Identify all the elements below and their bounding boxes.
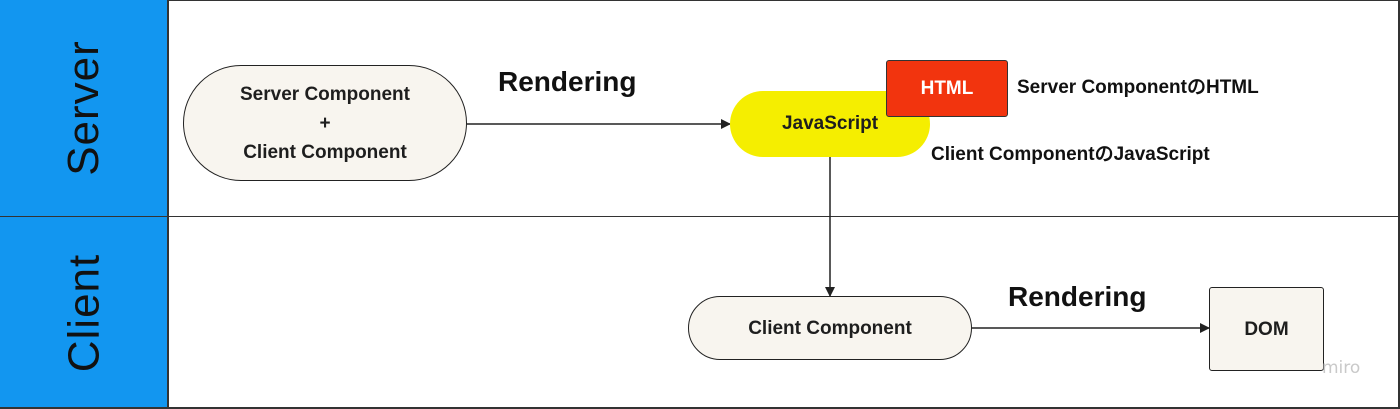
node-client-component-label: Client Component (748, 317, 912, 339)
node-server-client-component[interactable]: Server Component + Client Component (183, 65, 467, 181)
label-rendering-client: Rendering (1008, 281, 1147, 312)
label-rendering-server: Rendering (498, 66, 637, 97)
node-line-client-component: Client Component (243, 141, 407, 163)
lane-header-client: Client (0, 217, 168, 408)
lane-header-server: Server (0, 0, 168, 217)
label-html-note: Server ComponentのHTML (1017, 77, 1259, 98)
lane-border-top (168, 0, 1400, 1)
node-dom[interactable]: DOM (1209, 287, 1324, 371)
node-line-server-component: Server Component (240, 83, 410, 105)
node-dom-label: DOM (1244, 318, 1289, 340)
lane-border-right (1398, 0, 1400, 409)
node-client-component[interactable]: Client Component (688, 296, 972, 360)
lane-border-bottom (0, 407, 1400, 409)
node-html-label: HTML (920, 77, 974, 99)
miro-watermark: miro (1322, 358, 1361, 378)
lane-header-separator (167, 0, 169, 409)
node-html[interactable]: HTML (886, 60, 1008, 117)
node-line-plus: + (319, 112, 331, 134)
node-javascript-label: JavaScript (781, 113, 879, 134)
lane-divider (0, 216, 1400, 217)
label-js-note: Client ComponentのJavaScript (931, 144, 1210, 165)
